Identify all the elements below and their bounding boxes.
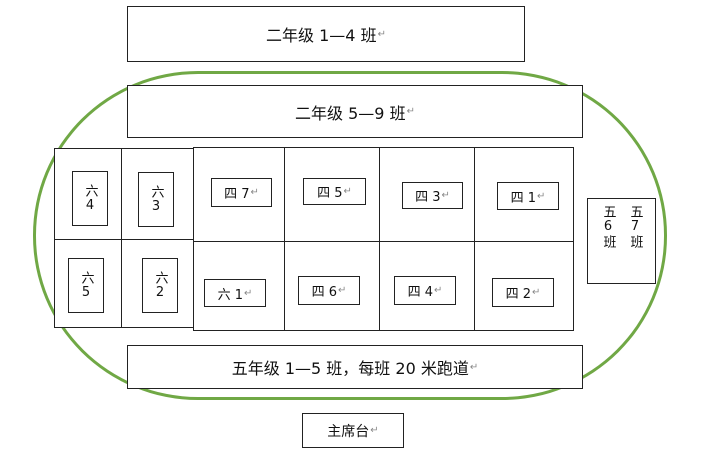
podium-label: 主席台 [327,423,370,440]
area-grade6-class5: 六5 [68,258,104,313]
middle-block-hdivider [193,241,574,242]
class-area-grade2-5-9-label: 二年级 5—9 班 [295,103,406,123]
area-grade4-class7-label: 四 7 [224,187,250,202]
left-block-hdivider [54,239,194,240]
area-grade6-class4: 六4 [72,171,108,226]
area-grade4-class1: 四 1↵ [497,182,559,210]
area-grade4-class1-label: 四 1 [510,190,536,206]
class-area-grade5-1-5-label: 五年级 1—5 班，每班 20 米跑道 [231,359,469,378]
middle-block-vdivider-3 [474,147,475,331]
area-grade6-class2-label: 六2 [152,270,168,301]
area-grade5-class6-7: 五6班 五7班 [587,198,656,284]
middle-block-vdivider-2 [379,147,380,331]
area-grade6-class2: 六2 [142,258,178,313]
podium-box: 主席台↵ [302,413,404,448]
area-grade5-class6-label: 五6班 [600,205,616,249]
track-oval [33,71,667,400]
area-grade6-class3-label: 六3 [148,184,164,215]
area-grade5-class7-label: 五7班 [627,205,643,249]
area-grade4-class6: 四 6↵ [298,276,360,305]
class-area-grade2-1-4-label: 二年级 1—4 班 [266,26,377,45]
area-grade4-class2: 四 2↵ [492,278,554,307]
area-grade4-class2-label: 四 2 [505,287,531,302]
area-grade4-class5: 四 5↵ [303,178,366,205]
class-area-grade5-1-5: 五年级 1—5 班，每班 20 米跑道↵ [127,345,583,389]
class-area-grade2-5-9: 二年级 5—9 班↵ [127,85,583,138]
area-grade4-class4: 四 4↵ [394,276,456,305]
area-grade4-class5-label: 四 5 [317,186,343,201]
area-grade4-class4-label: 四 4 [407,285,433,300]
area-grade4-class7: 四 7↵ [211,178,272,207]
middle-block-vdivider-1 [284,147,285,331]
area-grade6-class1-label: 六 1 [217,287,243,303]
area-grade4-class3: 四 3↵ [402,182,463,209]
left-block-vdivider [121,148,122,328]
area-grade6-class1: 六 1↵ [204,279,266,307]
area-grade4-class6-label: 四 6 [311,285,337,300]
area-grade4-class3-label: 四 3 [415,190,441,205]
area-grade6-class3: 六3 [138,172,174,227]
area-grade6-class5-label: 六5 [78,270,94,301]
area-grade6-class4-label: 六4 [82,183,98,214]
class-area-grade2-1-4: 二年级 1—4 班↵ [127,6,525,62]
